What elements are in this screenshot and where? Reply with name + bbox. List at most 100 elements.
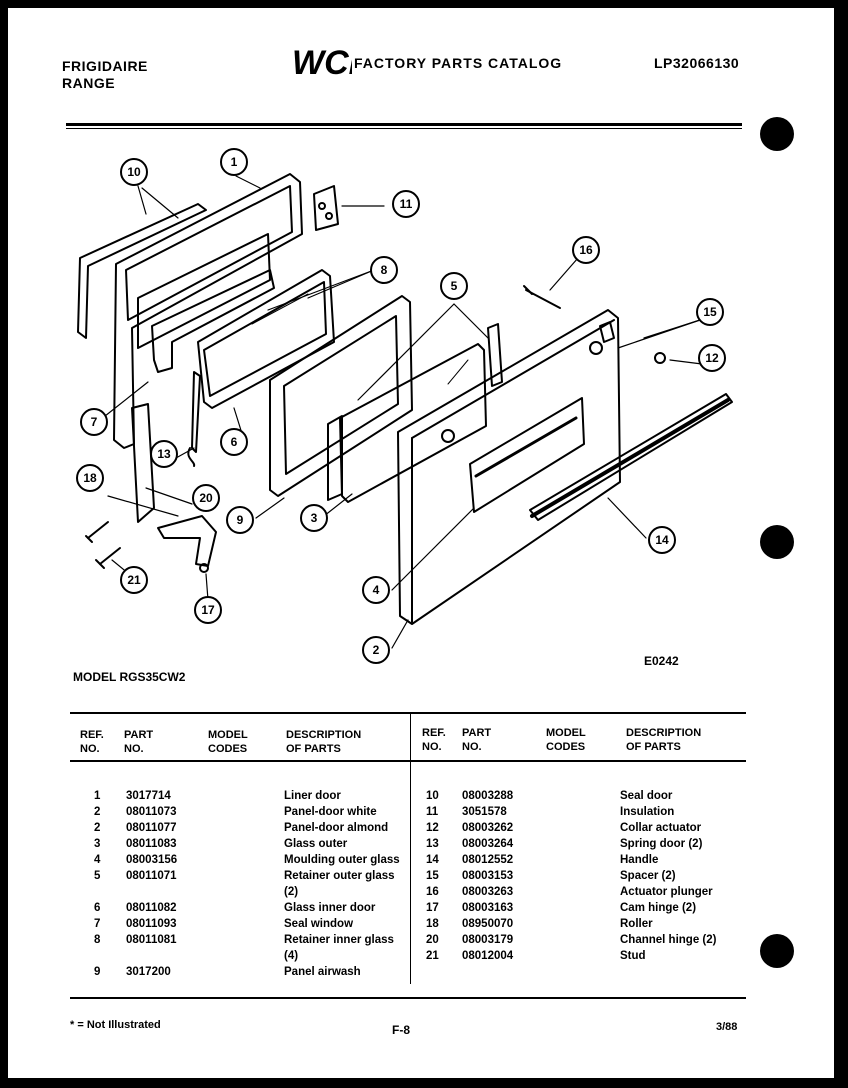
callout-label: 6	[231, 435, 238, 449]
callout-label: 1	[231, 155, 238, 169]
part-desc-cell: Panel airwash	[284, 966, 361, 978]
part-desc-cell: Handle	[620, 854, 659, 866]
callout-21	[120, 566, 148, 594]
revision-date: 3/88	[716, 1021, 738, 1033]
part-desc-cell: (2)	[284, 886, 299, 898]
part-part-cell: 08011093	[126, 918, 177, 930]
binder-hole-bottom	[760, 934, 794, 968]
callout-18	[76, 464, 104, 492]
part-ref-cell: 13	[426, 838, 439, 850]
logo-text: WCI	[292, 44, 352, 80]
table-column-divider	[410, 714, 411, 984]
part-part-cell: 08003153	[462, 870, 514, 882]
diagram-code: E0242	[644, 654, 679, 668]
part-ref-cell: 3	[94, 838, 101, 850]
wci-logo: WCI	[292, 44, 352, 80]
header-rule-bottom	[66, 128, 742, 129]
callout-label: 20	[199, 491, 213, 505]
callout-10	[120, 158, 148, 186]
callout-13	[150, 440, 178, 468]
callout-label: 21	[127, 573, 141, 587]
part-desc-cell: Glass outer	[284, 838, 348, 850]
part-ref-cell: 7	[94, 918, 101, 930]
part-part-cell: 08011071	[126, 870, 177, 882]
part-part-cell: 3017714	[126, 790, 171, 802]
part-ref-cell: 2	[94, 806, 101, 818]
model-line: MODEL RGS35CW2	[73, 670, 186, 684]
part-desc-cell: Channel hinge (2)	[620, 934, 717, 946]
callout-label: 13	[157, 447, 171, 461]
part-desc-cell: Retainer inner glass	[284, 934, 394, 946]
callout-7	[80, 408, 108, 436]
callout-label: 14	[655, 533, 669, 547]
callout-label: 12	[705, 351, 719, 365]
page-number: F-8	[392, 1023, 410, 1037]
exploded-door-diagram: 10 1 11 16 8 5 15 12 7 6 13 18 20 9 3 14…	[76, 148, 733, 664]
part-desc-cell: Seal door	[620, 790, 673, 802]
part-ref-cell: 18	[426, 918, 439, 930]
callout-label: 4	[373, 583, 380, 597]
brand-block: FRIGIDAIRE RANGE	[62, 58, 148, 92]
table-bottom-rule	[70, 997, 746, 999]
callout-14	[648, 526, 676, 554]
product-type: RANGE	[62, 75, 116, 91]
part-desc-cell: Seal window	[284, 918, 354, 930]
part-ref-cell: 11	[426, 806, 439, 818]
part-desc-cell: Glass inner door	[284, 902, 376, 914]
callout-label: 18	[83, 471, 97, 485]
part-ref-cell: 4	[94, 854, 101, 866]
callout-label: 17	[201, 603, 215, 617]
callout-label: 2	[373, 643, 380, 657]
part-part-cell: 08011081	[126, 934, 177, 946]
callout-label: 8	[381, 263, 388, 277]
part-desc-cell: Actuator plunger	[620, 886, 713, 898]
part-part-cell: 08012552	[462, 854, 514, 866]
part-desc-cell: Moulding outer glass	[284, 854, 400, 866]
part-desc-cell: Stud	[620, 950, 646, 962]
callout-6	[220, 428, 248, 456]
part-ref-cell: 12	[426, 822, 439, 834]
binder-hole-middle	[760, 525, 794, 559]
part-ref-cell: 6	[94, 902, 101, 914]
part-ref-cell: 14	[426, 854, 439, 866]
callout-label: 16	[579, 243, 593, 257]
part-desc-cell: Retainer outer glass	[284, 870, 395, 882]
callout-9	[226, 506, 254, 534]
part-part-cell: 08003262	[462, 822, 514, 834]
callout-2	[362, 636, 390, 664]
part-ref-cell: 16	[426, 886, 439, 898]
callout-label: 5	[451, 279, 458, 293]
part-part-cell: 08003264	[462, 838, 514, 850]
part-ref-cell: 20	[426, 934, 439, 946]
callout-label: 11	[400, 197, 413, 211]
part-part-cell: 08011077	[126, 822, 177, 834]
document-number: LP32066130	[654, 55, 740, 71]
part-desc-cell: Panel-door white	[284, 806, 377, 818]
callout-8	[370, 256, 398, 284]
header-ref-no: REF.NO.	[80, 729, 104, 755]
part-part-cell: 08003156	[126, 854, 178, 866]
parts-catalog-page: FRIGIDAIRE RANGE WCI FACTORY PARTS CATAL…	[8, 8, 834, 1078]
part-part-cell: 08003263	[462, 886, 514, 898]
part-ref-cell: 15	[426, 870, 439, 882]
callout-4	[362, 576, 390, 604]
part-desc-cell: Insulation	[620, 806, 675, 818]
brand-name: FRIGIDAIRE	[62, 58, 148, 74]
part-ref-cell: 17	[426, 902, 439, 914]
part-ref-cell: 8	[94, 934, 101, 946]
part-ref-cell: 1	[94, 790, 101, 802]
part-desc-cell: (4)	[284, 950, 299, 962]
part-part-cell: 3051578	[462, 806, 507, 818]
callout-3	[300, 504, 328, 532]
part-part-cell: 08003179	[462, 934, 514, 946]
part-part-cell: 08003163	[462, 902, 514, 914]
binder-hole-top	[760, 117, 794, 151]
callout-15	[696, 298, 724, 326]
part-desc-cell: Collar actuator	[620, 822, 702, 834]
callout-label: 9	[237, 513, 244, 527]
table-header-rule	[70, 760, 746, 762]
part-desc-cell: Spacer (2)	[620, 870, 676, 882]
